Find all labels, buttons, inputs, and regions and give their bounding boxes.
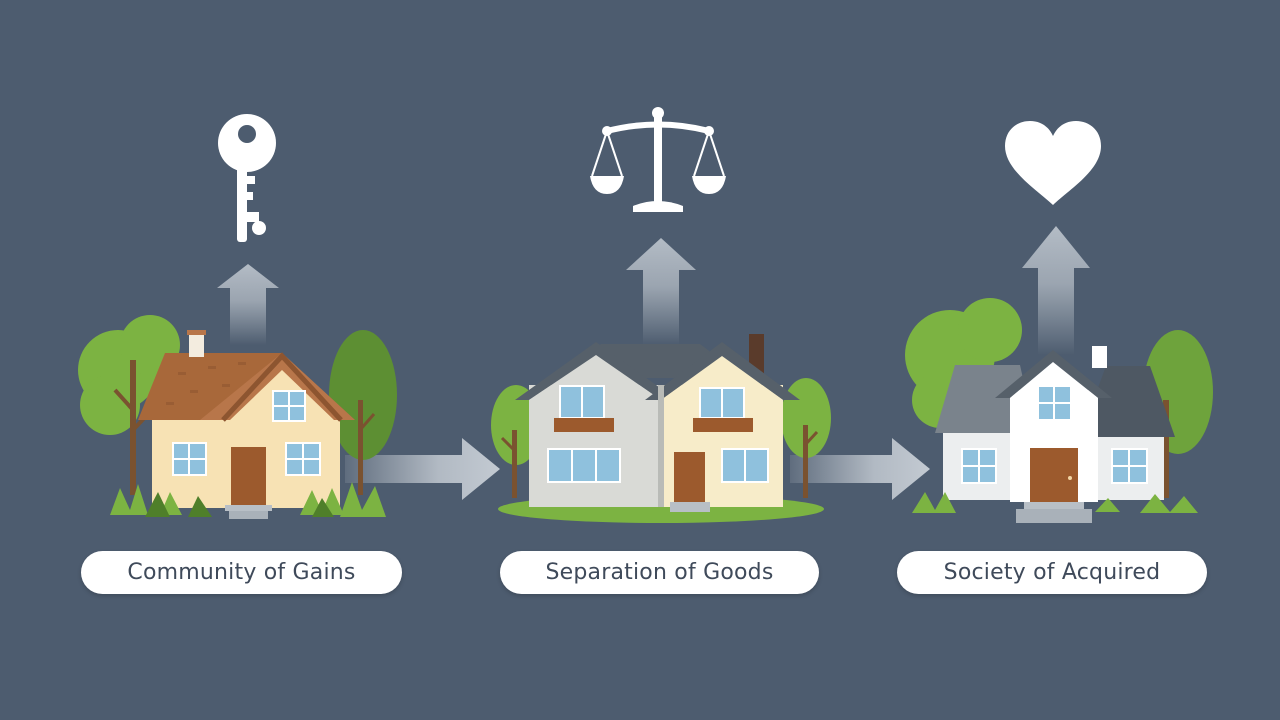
scale-icon — [590, 107, 726, 212]
label-community-of-gains: Community of Gains — [81, 551, 402, 594]
key-icon — [218, 114, 276, 242]
right-arrow-2 — [790, 438, 930, 500]
up-arrow-1 — [217, 264, 279, 345]
house-scene-1 — [78, 315, 397, 519]
up-arrow-3 — [1022, 226, 1090, 355]
label-society-of-acquired: Society of Acquired — [897, 551, 1207, 594]
tree-left-2 — [491, 385, 541, 498]
label-separation-of-goods: Separation of Goods — [500, 551, 819, 594]
house-scene-2 — [491, 334, 831, 523]
right-arrow-1 — [345, 438, 500, 500]
up-arrow-2 — [626, 238, 696, 345]
heart-icon — [1005, 121, 1101, 205]
tree-right-1 — [329, 330, 397, 495]
house-scene-3 — [905, 298, 1213, 523]
